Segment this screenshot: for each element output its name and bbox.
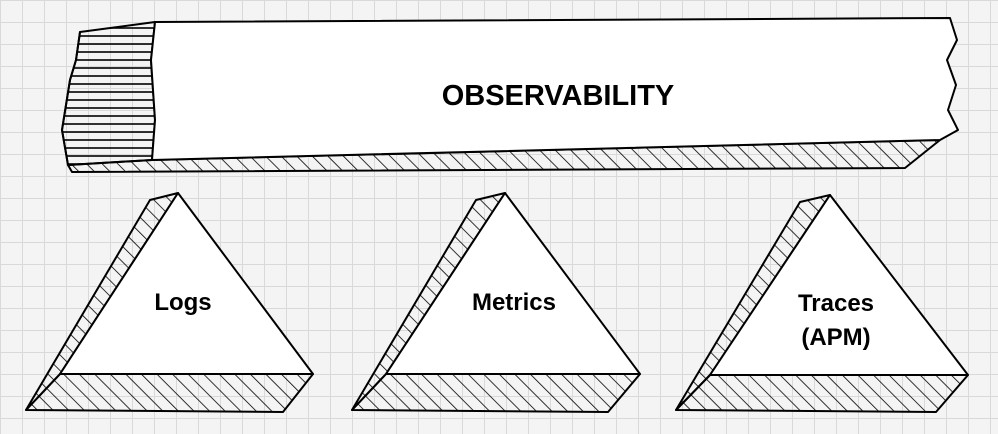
pillar-traces: Traces (APM) bbox=[675, 194, 969, 413]
observability-beam: OBSERVABILITY bbox=[61, 17, 959, 173]
pillar-metrics: Metrics bbox=[351, 192, 641, 413]
pillar-traces-front-face bbox=[709, 194, 969, 376]
pillar-traces-label: Traces bbox=[798, 290, 874, 317]
beam-end-edge bbox=[61, 31, 81, 166]
beam-front-face bbox=[150, 17, 959, 161]
pillar-metrics-base bbox=[351, 373, 641, 413]
observability-title: OBSERVABILITY bbox=[442, 80, 675, 112]
pillar-logs-label: Logs bbox=[154, 289, 211, 316]
pillar-logs: Logs bbox=[25, 192, 314, 413]
pillar-traces-base bbox=[675, 374, 969, 413]
pillar-metrics-front-face bbox=[385, 192, 641, 375]
pillar-logs-base bbox=[25, 373, 314, 413]
pillar-metrics-label: Metrics bbox=[472, 289, 556, 316]
beam-left-end bbox=[61, 21, 156, 166]
pillar-traces-sublabel: (APM) bbox=[801, 324, 870, 351]
pillar-logs-front-face bbox=[59, 192, 314, 375]
